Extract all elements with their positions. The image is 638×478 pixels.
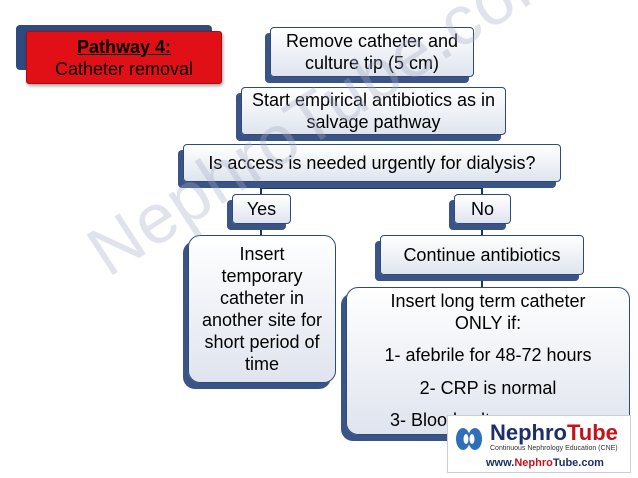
- connector-no-action: [481, 224, 483, 236]
- connector-no-drop: [481, 187, 483, 195]
- logo-url: www.NephroTube.com: [486, 457, 604, 469]
- condition-item: 1- afebrile for 48-72 hours: [384, 345, 592, 366]
- connector-yes-action: [260, 224, 262, 236]
- kidney-icon: [456, 428, 482, 450]
- conditions-header: Insert long term catheter ONLY if:: [390, 291, 586, 333]
- action-temporary-catheter: Insert temporary catheter in another sit…: [188, 235, 336, 383]
- logo-tagline: Continuous Nephrology Education (CNE): [490, 445, 618, 452]
- connector-split: [260, 187, 482, 189]
- pathway-number: Pathway 4:: [76, 36, 172, 57]
- decision-urgent-access: Is access is needed urgently for dialysi…: [183, 144, 561, 182]
- action-continue-antibiotics-text: Continue antibiotics: [403, 245, 561, 265]
- pathway-title-badge: Pathway 4: Catheter removal: [26, 31, 222, 84]
- step-remove-catheter-text: Remove catheter and culture tip (5 cm): [285, 31, 459, 73]
- condition-item: 2- CRP is normal: [419, 377, 557, 398]
- conditions-long-term-catheter: Insert long term catheter ONLY if: 1- af…: [346, 287, 630, 435]
- branch-no: No: [454, 194, 511, 224]
- pathway-name: Catheter removal: [54, 58, 194, 79]
- branch-no-label: No: [470, 199, 494, 219]
- action-temporary-catheter-text: Insert temporary catheter in another sit…: [201, 244, 323, 374]
- action-continue-antibiotics: Continue antibiotics: [380, 235, 584, 275]
- logo-brand: NephroTube: [490, 420, 618, 445]
- step-empirical-antibiotics: Start empirical antibiotics as in salvag…: [241, 87, 506, 135]
- step-empirical-antibiotics-text: Start empirical antibiotics as in salvag…: [251, 90, 496, 132]
- branch-yes-label: Yes: [246, 199, 277, 219]
- nephrotube-logo: NephroTube Continuous Nephrology Educati…: [447, 415, 631, 473]
- branch-yes: Yes: [232, 194, 291, 224]
- decision-urgent-access-text: Is access is needed urgently for dialysi…: [208, 153, 536, 173]
- step-remove-catheter: Remove catheter and culture tip (5 cm): [270, 27, 474, 77]
- connector-yes-drop: [260, 187, 262, 195]
- connector-conditions: [481, 274, 483, 288]
